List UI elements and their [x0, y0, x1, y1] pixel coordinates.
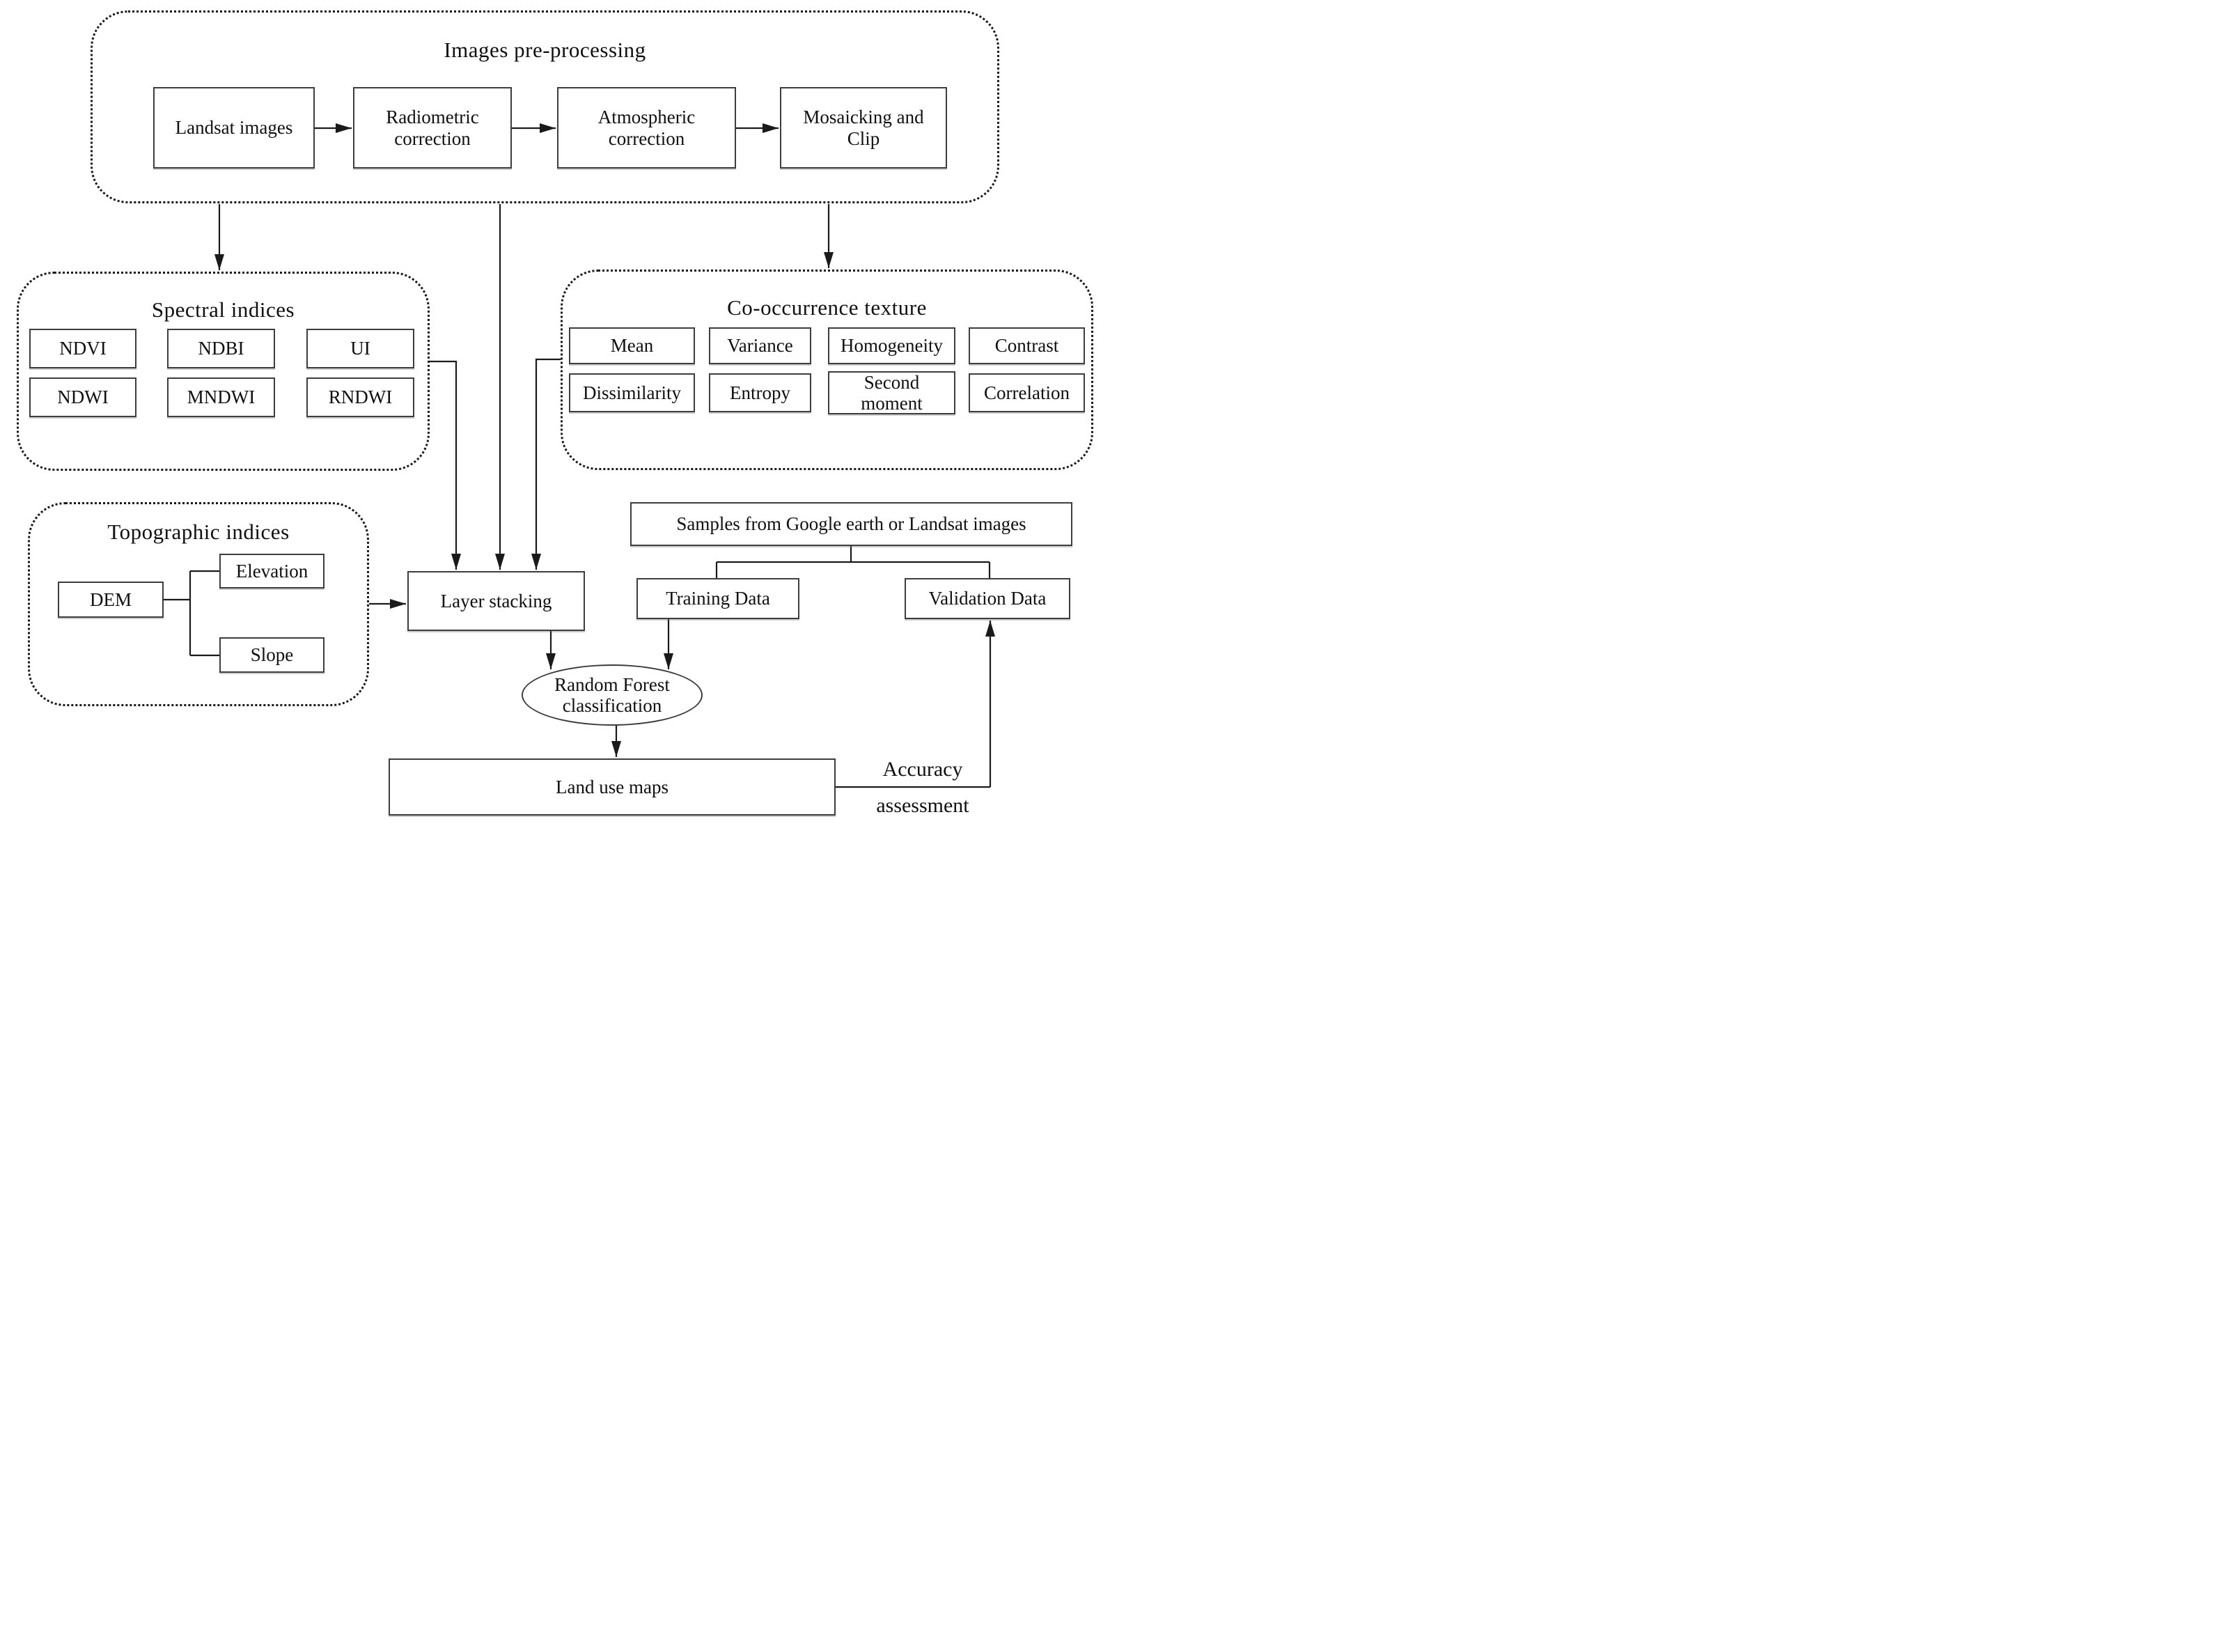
layer-stacking-box: Layer stacking — [407, 571, 585, 631]
dem-box: DEM — [58, 582, 164, 618]
flowchart-canvas: Images pre-processing Landsat images Rad… — [0, 0, 1110, 826]
entropy-box: Entropy — [709, 373, 811, 412]
mndwi-box: MNDWI — [167, 377, 275, 417]
images-preprocessing-container: Images pre-processing — [91, 10, 999, 203]
correlation-box: Correlation — [969, 373, 1085, 412]
landsat-images-box: Landsat images — [153, 87, 315, 169]
dissimilarity-box: Dissimilarity — [569, 373, 695, 412]
atmospheric-correction-box: Atmospheric correction — [557, 87, 736, 169]
ndwi-box: NDWI — [29, 377, 136, 417]
samples-box: Samples from Google earth or Landsat ima… — [630, 502, 1072, 546]
elevation-box: Elevation — [219, 554, 325, 589]
arrow-spectral-to-layer-stacking — [429, 360, 461, 570]
topographic-indices-title: Topographic indices — [107, 520, 290, 544]
cooccurrence-texture-title: Co-occurrence texture — [727, 295, 927, 320]
slope-box: Slope — [219, 637, 325, 673]
land-use-maps-box: Land use maps — [389, 758, 836, 816]
topographic-indices-container: Topographic indices — [28, 502, 369, 706]
cooccurrence-texture-container: Co-occurrence texture — [561, 270, 1093, 470]
ndvi-box: NDVI — [29, 329, 136, 368]
arrow-texture-to-layer-stacking — [531, 358, 561, 570]
ui-box: UI — [306, 329, 414, 368]
contrast-box: Contrast — [969, 327, 1085, 364]
radiometric-correction-box: Radiometric correction — [353, 87, 512, 169]
preprocessing-title: Images pre-processing — [444, 38, 646, 62]
variance-box: Variance — [709, 327, 811, 364]
training-data-box: Training Data — [636, 578, 799, 619]
second-moment-box: Second moment — [828, 371, 955, 414]
mean-box: Mean — [569, 327, 695, 364]
ndbi-box: NDBI — [167, 329, 275, 368]
rndwi-box: RNDWI — [306, 377, 414, 417]
homogeneity-box: Homogeneity — [828, 327, 955, 364]
accuracy-label: Accuracy — [882, 758, 963, 781]
validation-data-box: Validation Data — [905, 578, 1070, 619]
assessment-label: assessment — [876, 794, 969, 817]
spectral-indices-container: Spectral indices — [17, 272, 430, 471]
random-forest-ellipse: Random Forest classification — [522, 664, 703, 726]
mosaicking-clip-box: Mosaicking and Clip — [780, 87, 947, 169]
spectral-indices-title: Spectral indices — [151, 297, 295, 322]
